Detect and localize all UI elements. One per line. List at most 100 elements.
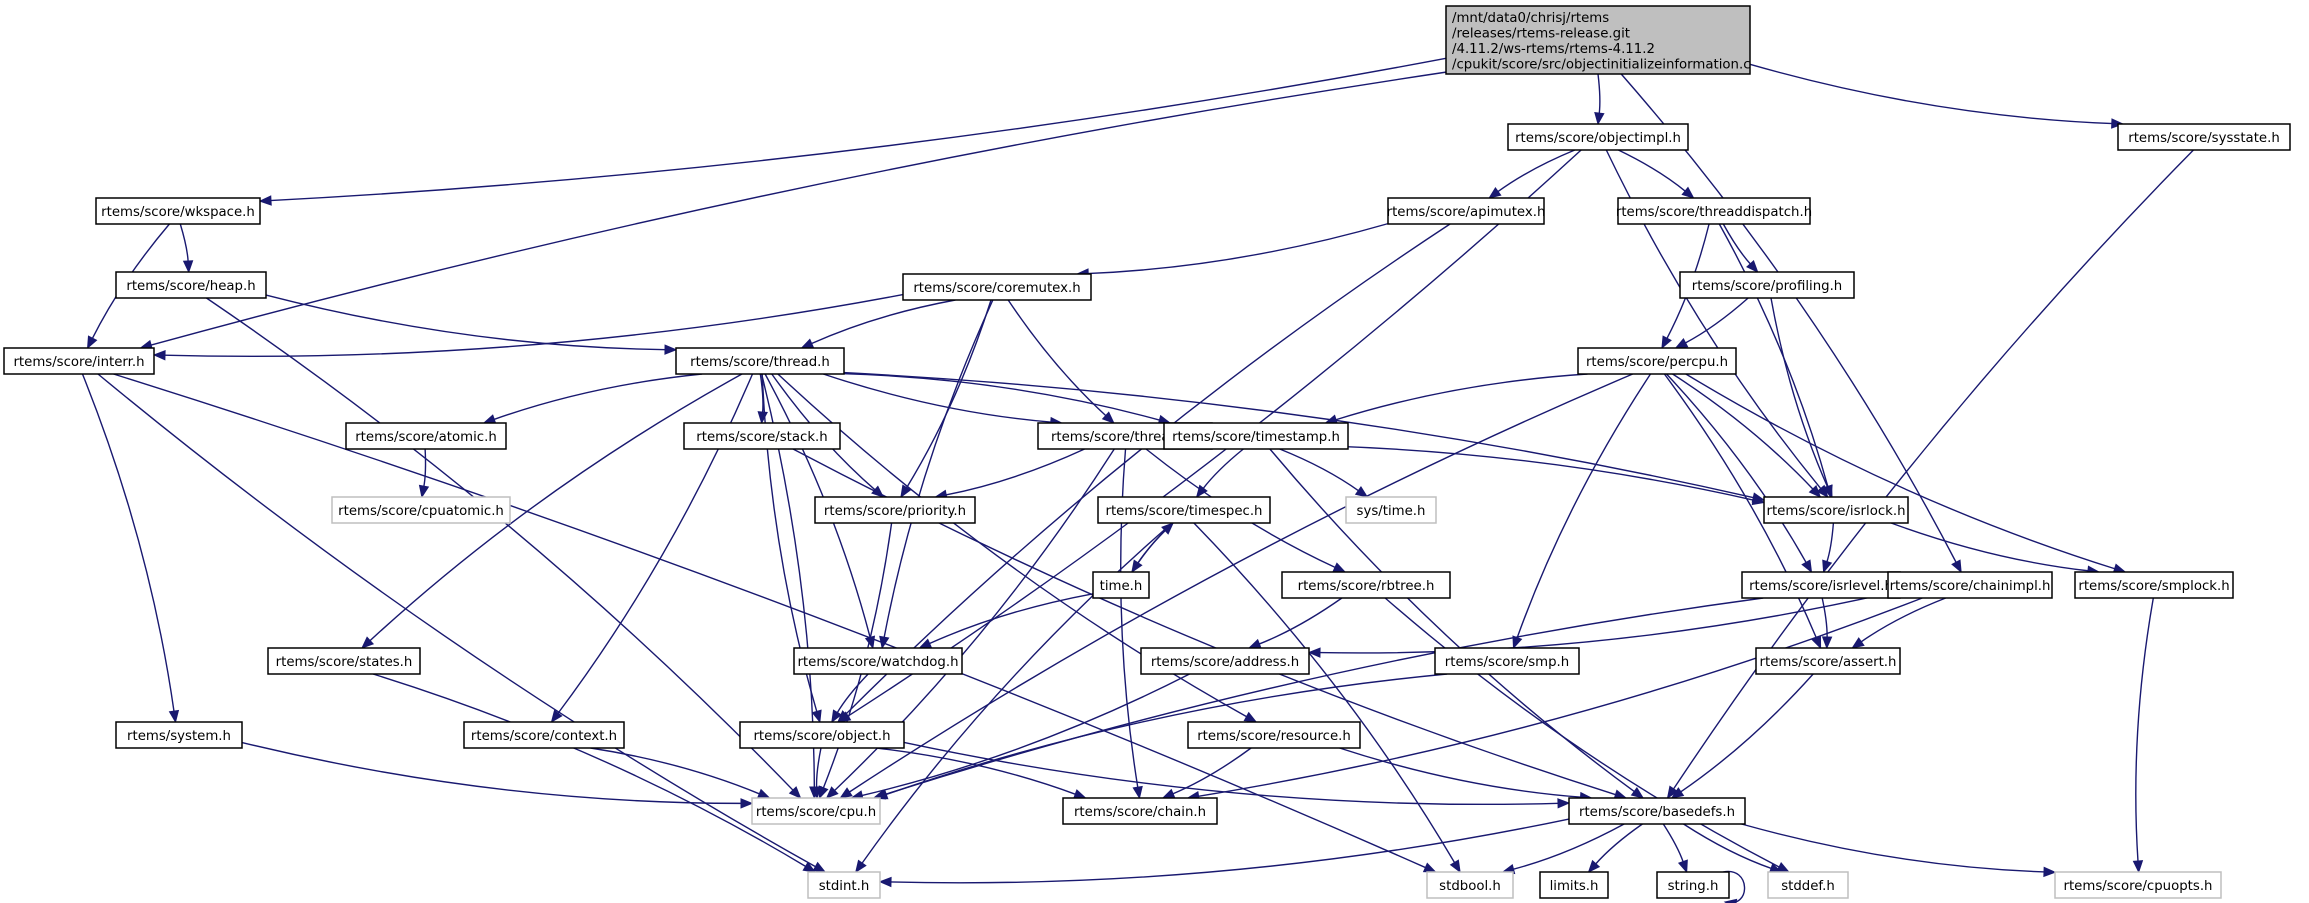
edge-line (1679, 673, 1814, 793)
edge-root-to-objectimpl (1594, 73, 1605, 126)
edge-arrowhead (812, 861, 827, 873)
edge-line (423, 448, 427, 488)
node-heap[interactable]: rtems/score/heap.h (115, 271, 267, 299)
node-system[interactable]: rtems/system.h (115, 721, 243, 749)
node-priority[interactable]: rtems/score/priority.h (814, 496, 976, 524)
node-box (1577, 347, 1737, 375)
node-label: limits.h (1550, 879, 1599, 894)
edge-wkspace-to-heap (179, 223, 194, 274)
node-label: rtems/score/threaddispatch.h (1616, 205, 1812, 220)
node-isrlock[interactable]: rtems/score/isrlock.h (1763, 496, 1909, 524)
edge-profiling-to-percpu (1674, 297, 1749, 349)
edge-arrowhead (1488, 186, 1502, 199)
edge-arrowhead (1951, 559, 1962, 574)
edge-coremutex-to-interr (152, 293, 904, 361)
edge-line (1496, 149, 1576, 193)
edge-smplock-to-cpuopts (2132, 597, 2154, 874)
node-objectimpl[interactable]: rtems/score/objectimpl.h (1507, 123, 1689, 151)
node-states[interactable]: rtems/score/states.h (267, 647, 421, 675)
node-object[interactable]: rtems/score/object.h (739, 721, 905, 749)
edge-root-to-wkspace (258, 57, 1447, 206)
node-basedefs[interactable]: rtems/score/basedefs.h (1568, 797, 1746, 825)
node-isrlevel[interactable]: rtems/score/isrlevel.h (1741, 571, 1901, 599)
edge-coremutex-to-watchdog (879, 299, 994, 650)
edges-layer (81, 57, 2194, 903)
node-apimutex[interactable]: rtems/score/apimutex.h (1387, 197, 1546, 225)
node-percpu[interactable]: rtems/score/percpu.h (1577, 347, 1737, 375)
node-timestamp[interactable]: rtems/score/timestamp.h (1163, 422, 1349, 450)
edge-line (1683, 823, 1773, 870)
edge-arrowhead (1422, 862, 1437, 873)
node-stdint: stdint.h (807, 871, 881, 899)
node-sysstate[interactable]: rtems/score/sysstate.h (2117, 123, 2291, 151)
node-label: rtems/score/threadq.h (1051, 430, 1199, 445)
node-cpu: rtems/score/cpu.h (751, 797, 881, 825)
node-label-line: /releases/rtems-release.git (1452, 27, 1630, 42)
node-box (1445, 5, 1751, 75)
node-root-file[interactable]: /mnt/data0/chrisj/rtems/releases/rtems-r… (1445, 5, 1751, 75)
node-label: rtems/score/object.h (753, 729, 890, 744)
edge-line (113, 373, 1427, 869)
node-box (1887, 571, 2053, 599)
node-address[interactable]: rtems/score/address.h (1140, 647, 1310, 675)
node-profiling[interactable]: rtems/score/profiling.h (1679, 271, 1855, 299)
node-smplock[interactable]: rtems/score/smplock.h (2074, 571, 2234, 599)
edge-interr-to-system (81, 373, 180, 724)
node-label: rtems/score/cpuatomic.h (338, 504, 504, 519)
edge-arrowhead (2132, 860, 2144, 874)
node-box (1140, 647, 1310, 675)
node-string[interactable]: string.h (1656, 871, 1730, 899)
edge-arrowhead (1587, 859, 1601, 873)
edge-basedefs-to-cpuopts (1741, 823, 2057, 878)
edge-arrowhead (1808, 485, 1822, 498)
node-chain[interactable]: rtems/score/chain.h (1062, 797, 1218, 825)
edge-arrowhead (756, 788, 771, 799)
node-box (267, 647, 421, 675)
node-label-line: /mnt/data0/chrisj/rtems (1452, 11, 1609, 26)
node-stack[interactable]: rtems/score/stack.h (683, 422, 841, 450)
edge-chainimpl-to-assert (1851, 597, 1946, 649)
edge-root-to-interr (139, 71, 1447, 351)
edge-basedefs-to-string (1662, 823, 1688, 874)
node-label: rtems/score/chainimpl.h (1890, 579, 2051, 594)
edge-arrowhead (1073, 789, 1087, 799)
node-smp[interactable]: rtems/score/smp.h (1434, 647, 1580, 675)
edge-timespec-to-stdint (855, 522, 1173, 874)
edge-line (1860, 597, 1946, 643)
edge-arrowhead (1677, 859, 1688, 874)
edge-line (97, 373, 817, 868)
node-chainimpl[interactable]: rtems/score/chainimpl.h (1887, 571, 2053, 599)
edge-line (1339, 747, 1582, 798)
node-timeh[interactable]: time.h (1092, 571, 1150, 599)
node-label: rtems/score/profiling.h (1692, 279, 1842, 294)
node-assert[interactable]: rtems/score/assert.h (1755, 647, 1901, 675)
node-resource[interactable]: rtems/score/resource.h (1187, 721, 1361, 749)
node-wkspace[interactable]: rtems/score/wkspace.h (95, 197, 261, 225)
node-thread[interactable]: rtems/score/thread.h (675, 347, 845, 375)
node-limits[interactable]: limits.h (1539, 871, 1609, 899)
edge-line (1666, 373, 1808, 564)
node-interr[interactable]: rtems/score/interr.h (3, 347, 155, 375)
node-box (331, 496, 511, 524)
edge-arrowhead (900, 484, 912, 499)
node-cpuopts: rtems/score/cpuopts.h (2054, 871, 2222, 899)
node-threaddispatch[interactable]: rtems/score/threaddispatch.h (1616, 197, 1812, 225)
node-atomic[interactable]: rtems/score/atomic.h (345, 422, 507, 450)
edge-arrowhead (825, 786, 839, 799)
node-coremutex[interactable]: rtems/score/coremutex.h (902, 273, 1092, 301)
edge-watchdog-to-object (831, 673, 869, 724)
edge-arrowhead (757, 411, 768, 425)
edge-line (206, 297, 795, 792)
edge-objectimpl-to-threaddispatch (1618, 149, 1695, 199)
edge-timestamp-to-basedefs (1269, 448, 1645, 799)
node-box (1763, 496, 1909, 524)
node-label: rtems/score/coremutex.h (913, 281, 1080, 296)
node-context[interactable]: rtems/score/context.h (463, 721, 625, 749)
node-box (1434, 647, 1580, 675)
node-timespec[interactable]: rtems/score/timespec.h (1097, 496, 1271, 524)
edge-line (1685, 373, 2116, 570)
node-rbtree[interactable]: rtems/score/rbtree.h (1281, 571, 1451, 599)
node-watchdog[interactable]: rtems/score/watchdog.h (793, 647, 963, 675)
edge-arrowhead (1449, 859, 1461, 874)
